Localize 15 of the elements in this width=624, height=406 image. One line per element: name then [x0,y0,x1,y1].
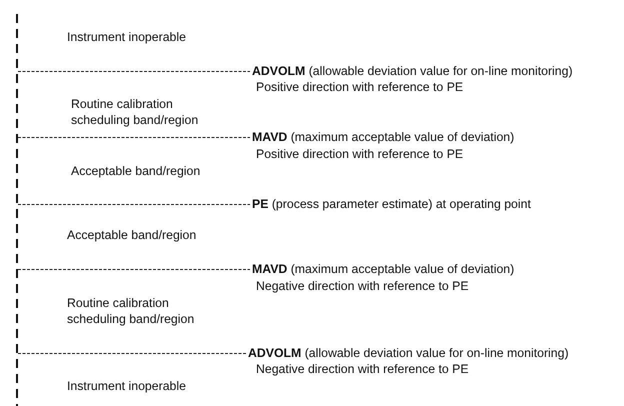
region-label: Routine calibration scheduling band/region [67,295,196,327]
direction-note: Negative direction with reference to PE [256,361,469,377]
threshold-label: ADVOLM (allowable deviation value for on-line monitoring) [248,345,569,361]
region-label: Instrument inoperable [67,29,186,45]
region-label: Routine calibration scheduling band/region [71,96,200,128]
threshold-label: MAVD (maximum acceptable value of deviation) [252,261,514,277]
direction-note: Positive direction with reference to PE [256,146,464,162]
direction-note: Positive direction with reference to PE [256,79,464,95]
threshold-label: PE (process parameter estimate) at operating point [252,196,531,212]
direction-note: Negative direction with reference to PE [256,278,469,294]
region-label: Instrument inoperable [67,378,186,394]
region-label: Acceptable band/region [71,163,200,179]
threshold-label: MAVD (maximum acceptable value of deviation) [252,129,514,145]
region-label: Acceptable band/region [67,227,196,243]
threshold-label: ADVOLM (allowable deviation value for on-line monitoring) [252,63,573,79]
